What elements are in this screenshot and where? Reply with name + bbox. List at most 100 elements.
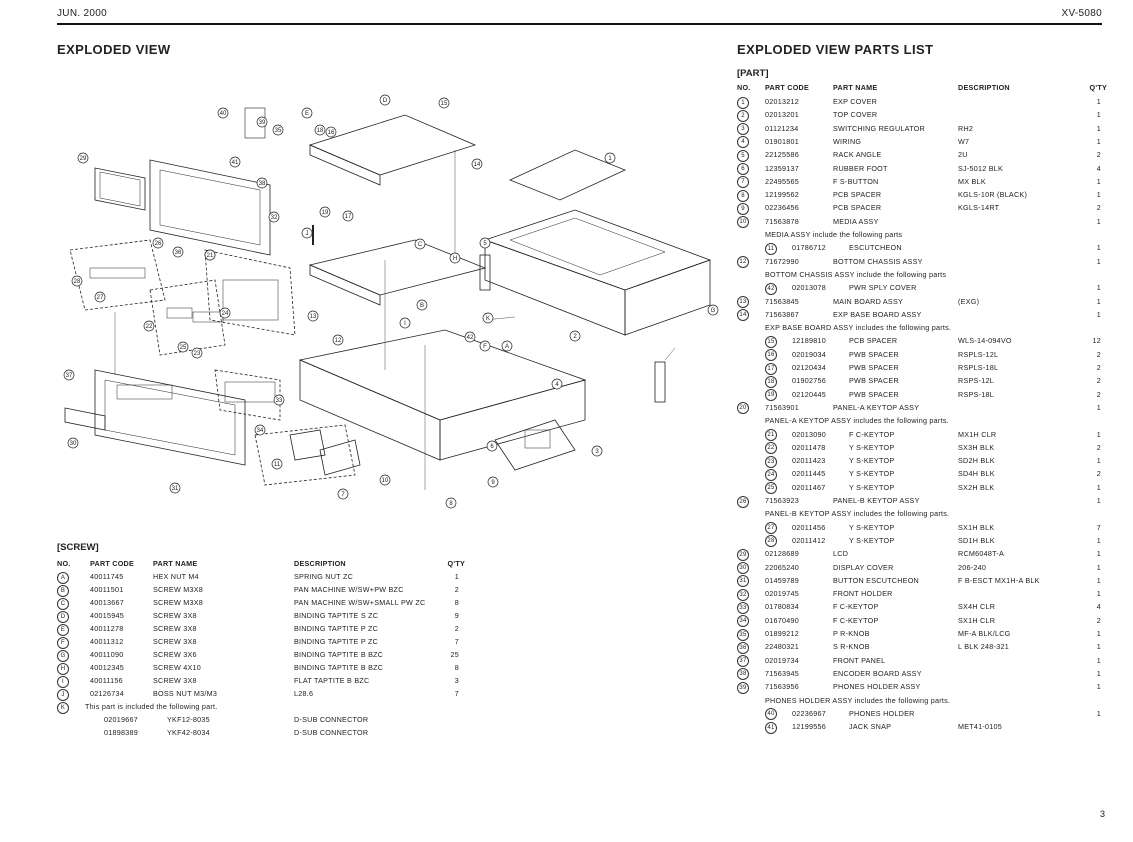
callout-12: 12	[332, 334, 344, 346]
svg-text:I: I	[404, 321, 406, 327]
description: L BLK 248-321	[958, 642, 1009, 652]
part-code: 02120445	[792, 389, 826, 399]
part-code: 71563923	[765, 496, 799, 505]
item-number: 19	[765, 389, 777, 402]
description: 2U	[958, 150, 968, 160]
svg-text:3: 3	[595, 449, 599, 455]
svg-text:26: 26	[155, 241, 162, 247]
table-note: MEDIA ASSY include the following parts	[737, 229, 1107, 241]
part-code: 02011445	[792, 469, 826, 479]
callout-13: 13	[307, 310, 319, 322]
description: BINDING TAPTITE P ZC	[294, 637, 379, 646]
callout-b: B	[416, 299, 428, 311]
part-code: 40011156	[90, 676, 123, 685]
item-number: 17	[765, 362, 777, 375]
col-description: DESCRIPTION	[958, 83, 1010, 92]
item-number: 2	[737, 109, 749, 122]
svg-text:24: 24	[222, 311, 229, 317]
part-name: RACK ANGLE	[833, 150, 882, 160]
item-number: 34	[737, 615, 749, 628]
qty: 2	[1096, 363, 1101, 372]
description: WLS-14-094VO	[958, 336, 1012, 346]
description: RSPLS-18L	[958, 363, 999, 372]
qty: 1	[1096, 216, 1101, 226]
note-text: PHONES HOLDER ASSY includes the followin…	[765, 695, 951, 705]
description: RSPLS-12L	[958, 349, 999, 359]
qty: 9	[454, 611, 459, 620]
parts-header-row: NO. PART CODE PART NAME DESCRIPTION Q'TY	[737, 82, 1107, 94]
description: SX1H BLK	[958, 522, 995, 532]
part-code: 02019745	[765, 589, 799, 599]
table-note: BOTTOM CHASSIS ASSY include the followin…	[737, 269, 1107, 281]
svg-text:D: D	[383, 98, 388, 104]
part-code: 22495565	[765, 176, 799, 186]
description: RSPS-18L	[958, 389, 994, 399]
table-note: PHONES HOLDER ASSY includes the followin…	[737, 695, 1107, 707]
part-name: SCREW 3X6	[153, 650, 197, 659]
col-part-code: PART CODE	[90, 559, 135, 568]
qty: 1	[1096, 575, 1101, 585]
svg-text:K: K	[486, 316, 490, 322]
callout-c: C	[414, 238, 426, 250]
qty: 1	[1096, 243, 1101, 253]
qty: 2	[1096, 150, 1101, 160]
part-code: 02011412	[792, 535, 826, 545]
qty: 1	[1096, 429, 1101, 439]
item-number: 38	[737, 668, 749, 681]
qty: 1	[1096, 97, 1101, 106]
part-name: BOSS NUT M3/M3	[153, 689, 218, 698]
part-name: F C-KEYTOP	[833, 602, 879, 612]
svg-text:32: 32	[271, 215, 278, 221]
callout-i: I	[399, 317, 411, 329]
part-code: 22065240	[765, 562, 799, 572]
part-name: PWR SPLY COVER	[849, 283, 917, 293]
part-code: 12359137	[765, 163, 799, 173]
description: RCM6048T-A	[958, 549, 1005, 559]
part-code: 22480321	[765, 642, 799, 652]
part-code: 12199556	[792, 722, 826, 732]
svg-text:5: 5	[483, 241, 487, 247]
callout-27: 27	[94, 291, 106, 303]
svg-text:28: 28	[74, 279, 81, 285]
front-panel-shape	[94, 369, 246, 466]
part-code: 01670490	[765, 615, 799, 625]
qty: 1	[1096, 190, 1101, 200]
part-name: BOTTOM CHASSIS ASSY	[833, 256, 923, 266]
item-number: 36	[737, 641, 749, 654]
note-text: PANEL-A KEYTOP ASSY includes the followi…	[765, 416, 949, 426]
qty: 1	[1096, 562, 1101, 572]
svg-text:4: 4	[555, 382, 559, 388]
item-letter: E	[57, 623, 69, 636]
description: D-SUB CONNECTOR	[294, 715, 369, 724]
item-number: 8	[737, 189, 749, 202]
qty: 1	[1096, 482, 1101, 492]
item-number: 14	[737, 309, 749, 322]
qty: 1	[1096, 668, 1101, 678]
qty: 4	[1096, 163, 1101, 173]
svg-text:18: 18	[317, 128, 324, 134]
item-number: 1	[737, 96, 749, 109]
description: RH2	[958, 123, 974, 133]
description: F B-ESCT MX1H-A BLK	[958, 575, 1040, 585]
svg-text:16: 16	[328, 130, 335, 136]
parts-list-title: EXPLODED VIEW PARTS LIST	[737, 42, 934, 57]
part-code: 71563878	[765, 216, 799, 226]
part-code: 40011501	[90, 585, 124, 594]
callout-15: 15	[438, 97, 450, 109]
screw-subtitle: [SCREW]	[57, 542, 99, 553]
item-number: 41	[765, 721, 777, 734]
qty: 1	[1096, 123, 1101, 133]
qty: 2	[454, 624, 459, 633]
